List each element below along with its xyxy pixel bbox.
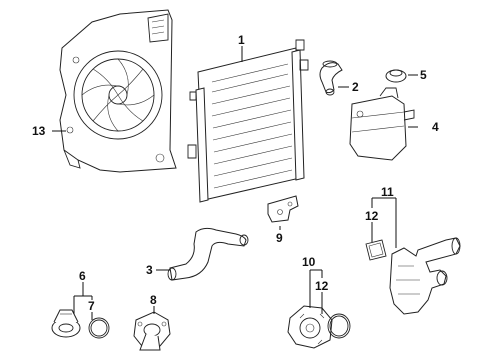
thermostat-seal xyxy=(88,317,110,339)
callout-1: 1 xyxy=(238,33,245,47)
coolant-reservoir xyxy=(349,87,415,161)
reservoir-cap xyxy=(385,69,407,83)
callout-8: 8 xyxy=(150,293,157,307)
outlet-gasket xyxy=(365,239,387,261)
callout-9: 9 xyxy=(276,231,283,245)
upper-hose xyxy=(319,60,343,96)
callout-2: 2 xyxy=(352,80,359,94)
pump-gasket xyxy=(327,313,351,339)
callout-7: 7 xyxy=(88,299,95,313)
callout-13: 13 xyxy=(32,124,46,138)
thermostat-housing xyxy=(133,311,171,351)
lower-hose xyxy=(167,227,249,281)
thermostat xyxy=(51,309,81,338)
callout-4: 4 xyxy=(432,120,439,134)
hose-bracket xyxy=(267,195,299,223)
radiator xyxy=(187,39,309,203)
callout-labels: 1 2 3 4 5 6 7 8 9 10 11 12 12 13 xyxy=(32,33,439,313)
callout-12-pump: 12 xyxy=(315,279,329,293)
callout-6: 6 xyxy=(79,269,86,283)
callout-3: 3 xyxy=(146,263,153,277)
callout-5: 5 xyxy=(420,68,427,82)
callout-10: 10 xyxy=(302,255,316,269)
leader-lines xyxy=(52,46,418,320)
water-pump xyxy=(287,305,333,349)
callout-11: 11 xyxy=(381,185,394,199)
fan-shroud-assembly xyxy=(59,9,177,173)
callout-12-outlet: 12 xyxy=(365,209,379,223)
coolant-outlet-housing xyxy=(389,237,461,315)
